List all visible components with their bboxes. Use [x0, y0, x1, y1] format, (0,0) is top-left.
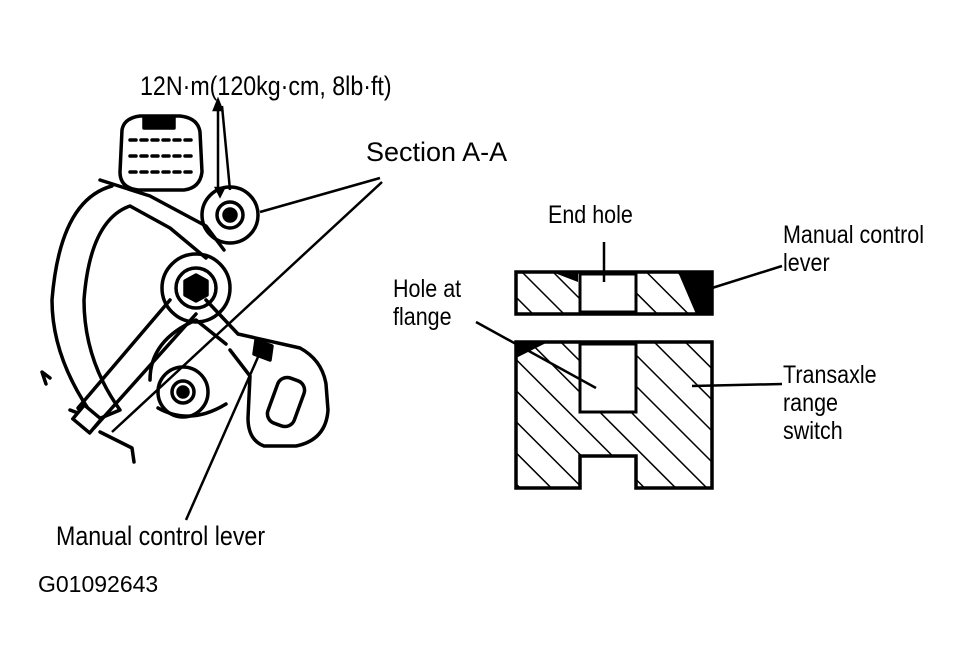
manual-control-lever-label-line2: lever — [783, 249, 830, 277]
transaxle-switch-label-line3: switch — [783, 417, 843, 445]
leader-lines-left — [111, 96, 383, 521]
manual-control-lever-label-line1: Manual control — [783, 221, 925, 249]
section-title: Section A-A — [366, 137, 508, 167]
figure-code: G01092643 — [38, 571, 159, 597]
switch-assembly — [40, 114, 330, 464]
hole-at-flange-label-line2: flange — [393, 303, 452, 331]
torque-spec-label: 12N·m(120kg·cm, 8lb·ft) — [140, 71, 392, 101]
lever-plate — [204, 298, 330, 448]
transaxle-switch-label-line2: range — [783, 389, 838, 417]
manual-control-lever-label: Manual control lever — [56, 521, 266, 551]
switch-section — [514, 340, 714, 490]
connector — [118, 114, 204, 192]
lever-section — [514, 270, 714, 316]
section-a-a — [475, 242, 783, 490]
transaxle-switch-label-line1: Transaxle — [783, 361, 877, 389]
end-hole-label: End hole — [548, 201, 633, 229]
hole-at-flange-label-line1: Hole at — [393, 275, 462, 303]
